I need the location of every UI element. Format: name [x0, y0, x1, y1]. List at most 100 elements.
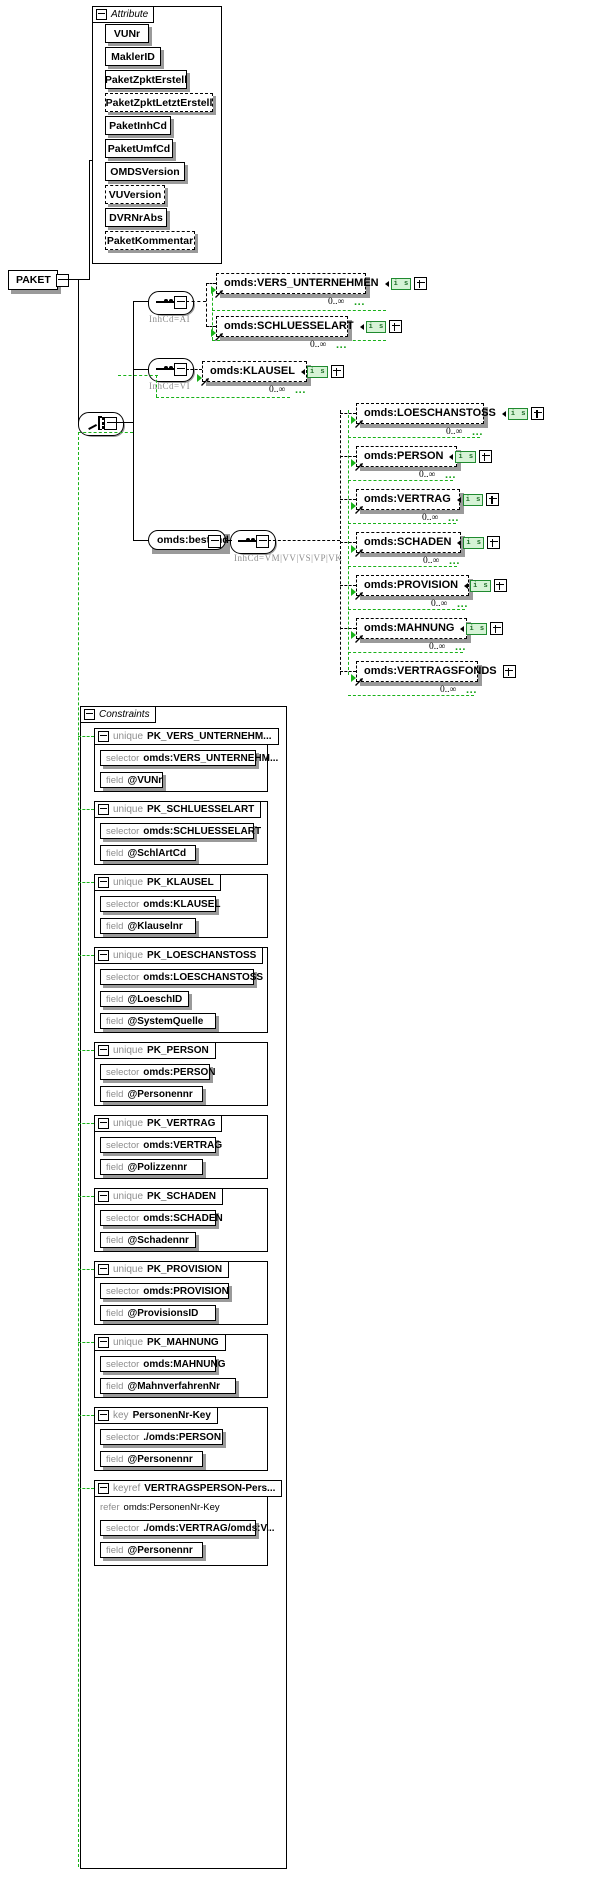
- selector-value: omds:MAHNUNG: [143, 1358, 226, 1370]
- bestand-collapse-icon[interactable]: [208, 535, 221, 548]
- expand-plus-icon[interactable]: [486, 493, 500, 506]
- collapse-minus-icon[interactable]: [98, 877, 109, 888]
- constraint-field-row[interactable]: field@Personennr: [100, 1451, 203, 1467]
- attribute-group-tab[interactable]: Attribute: [92, 6, 155, 23]
- collapse-minus-icon[interactable]: [98, 1337, 109, 1348]
- expand-plus-icon[interactable]: [490, 622, 504, 635]
- expand-plus-icon[interactable]: [502, 665, 516, 678]
- constraint-selector-row[interactable]: selector./omds:VERTRAG/omds:V...: [100, 1520, 275, 1536]
- collapse-minus-icon[interactable]: [98, 1118, 109, 1129]
- collapse-minus-icon[interactable]: [98, 804, 109, 815]
- constraint-field-row[interactable]: field@SystemQuelle: [100, 1013, 216, 1029]
- constraint-field-row[interactable]: field@VUNr: [100, 772, 163, 788]
- seq-bestand-collapse-icon[interactable]: [256, 535, 269, 548]
- constraint-field-row[interactable]: field@Personennr: [100, 1086, 203, 1102]
- collapse-minus-icon[interactable]: [98, 1264, 109, 1275]
- attribute-item-paketinhcd[interactable]: PaketInhCd: [105, 116, 171, 135]
- green-dots-marker: ···: [449, 558, 460, 570]
- choice-collapse-icon[interactable]: [104, 417, 117, 430]
- element-ref-arrow-icon: [215, 328, 223, 341]
- attribute-item-paketumfcd[interactable]: PaketUmfCd: [105, 139, 173, 158]
- expand-plus-icon[interactable]: [330, 365, 344, 378]
- seq-ai-collapse-icon[interactable]: [174, 296, 187, 309]
- expand-plus-icon[interactable]: [487, 536, 501, 549]
- identity-constraint-badge: i s: [390, 277, 412, 290]
- green-dots-marker: ···: [455, 644, 466, 656]
- collapse-minus-icon[interactable]: [98, 1191, 109, 1202]
- constraint-field-row[interactable]: field@SchlArtCd: [100, 845, 196, 861]
- constraints-group-tab[interactable]: Constraints: [80, 706, 156, 723]
- expand-plus-icon[interactable]: [389, 320, 403, 333]
- attribute-item-vuversion[interactable]: VUVersion: [105, 185, 165, 204]
- collapse-minus-icon[interactable]: [98, 950, 109, 961]
- element-omds-vertragsfonds[interactable]: omds:VERTRAGSFONDS: [356, 661, 516, 682]
- inhcd-label-vi: InhCd=VI: [149, 381, 191, 391]
- constraint-field-row[interactable]: field@Polizzennr: [100, 1159, 203, 1175]
- collapse-minus-icon[interactable]: [98, 731, 109, 742]
- attribute-item-dvrnrabs[interactable]: DVRNrAbs: [105, 208, 167, 227]
- element-ref-arrow-icon: [355, 673, 363, 686]
- collapse-minus-icon[interactable]: [98, 1483, 109, 1494]
- constraint-field-row[interactable]: field@Schadennr: [100, 1232, 196, 1248]
- constraint-field-row[interactable]: field@Personennr: [100, 1542, 203, 1558]
- expand-plus-icon[interactable]: [531, 407, 545, 420]
- attribute-item-omdsversion[interactable]: OMDSVersion: [105, 162, 185, 181]
- expand-plus-icon[interactable]: [479, 450, 493, 463]
- collapse-minus-icon[interactable]: [84, 709, 95, 720]
- identity-constraint-badge: i s: [463, 536, 485, 549]
- field-value: @Personennr: [127, 1544, 193, 1556]
- attribute-item-vunr[interactable]: VUNr: [105, 24, 149, 43]
- attribute-item-paketzpkterstell[interactable]: PaketZpktErstell: [105, 70, 187, 89]
- expand-plus-icon[interactable]: [493, 579, 507, 592]
- constraint-field-row[interactable]: field@LoeschID: [100, 991, 190, 1007]
- collapse-minus-icon[interactable]: [98, 1045, 109, 1056]
- b1-out-h: [186, 301, 206, 302]
- inhcd-label-bestand: InhCd=VM|VV|VS|VP|VK: [234, 553, 343, 563]
- element-ref-arrow-icon: [355, 587, 363, 600]
- attribute-item-paketzpktletzterstell[interactable]: PaketZpktLetztErstell: [105, 93, 213, 112]
- root-element-paket[interactable]: PAKET: [8, 270, 69, 290]
- constraint-kind: unique: [113, 1118, 144, 1129]
- constraint-field-row[interactable]: field@ProvisionsID: [100, 1305, 216, 1321]
- constraint-field-row[interactable]: field@MahnverfahrenNr: [100, 1378, 236, 1394]
- attribute-item-maklerid[interactable]: MaklerID: [105, 47, 161, 66]
- expand-plus-icon[interactable]: [414, 277, 428, 290]
- collapse-minus-icon[interactable]: [96, 9, 107, 20]
- constraint-name: PersonenNr-Key: [132, 1410, 211, 1421]
- constraint-kind: unique: [113, 1337, 144, 1348]
- collapse-minus-icon[interactable]: [98, 1410, 109, 1421]
- constraint-field-row[interactable]: field@Klauselnr: [100, 918, 196, 934]
- constraint-selector-row[interactable]: selector./omds:PERSON: [100, 1429, 223, 1445]
- fan-connector-green: [348, 566, 457, 567]
- attribute-item-paketkommentar[interactable]: PaketKommentar: [105, 231, 195, 250]
